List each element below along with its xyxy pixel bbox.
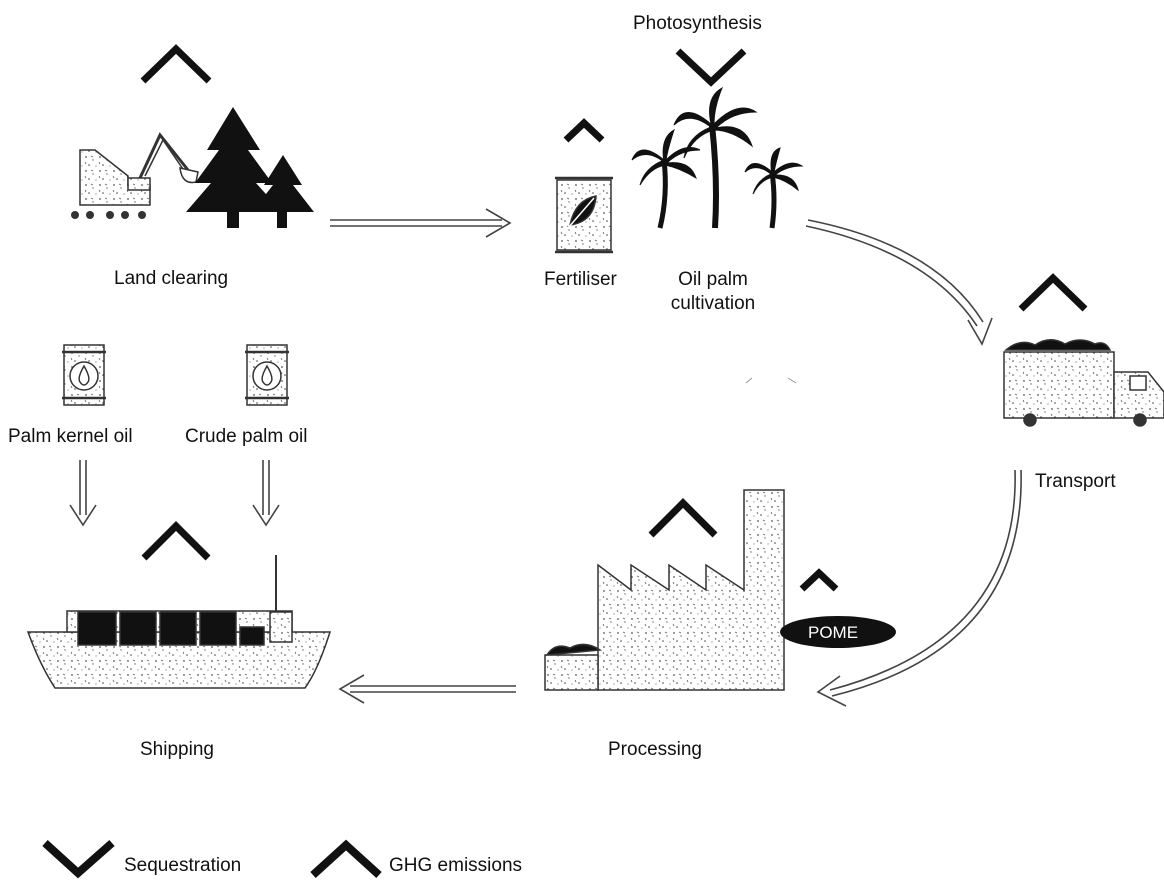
photosynthesis-label: Photosynthesis xyxy=(633,13,762,34)
shipping-label: Shipping xyxy=(140,739,214,760)
truck-icon xyxy=(1003,339,1164,427)
legend-sequestration-label: Sequestration xyxy=(124,855,242,876)
land-clearing-label: Land clearing xyxy=(114,268,229,289)
crude-palm-oil-label: Crude palm oil xyxy=(185,426,308,447)
palm-kernel-oil-label: Palm kernel oil xyxy=(8,426,133,447)
pome-badge: POME xyxy=(780,616,896,648)
legend-sequestration-icon xyxy=(42,840,115,879)
processing-label: Processing xyxy=(608,739,702,760)
sequestration-icon-photosynthesis xyxy=(675,48,747,87)
ghg-emission-icon-pome xyxy=(799,568,839,592)
crude-palm-oil-barrel-icon xyxy=(245,344,289,406)
ghg-emission-icon-processing xyxy=(648,498,718,538)
ghg-emission-icon-land-clearing xyxy=(140,44,212,84)
flow-arrow-cultivation-to-transport xyxy=(805,219,993,346)
flow-arrow-kernel-oil-to-shipping xyxy=(69,460,97,527)
flow-arrow-transport-to-processing xyxy=(816,469,1022,707)
excavator-icon xyxy=(71,132,199,219)
factory-icon xyxy=(544,489,785,691)
cargo-ship-icon xyxy=(26,555,332,689)
ghg-emission-icon-shipping xyxy=(141,521,211,561)
palm-kernel-oil-barrel-icon xyxy=(62,344,106,406)
ghg-emission-icon-fertiliser xyxy=(563,118,605,143)
oil-palm-trees-icon xyxy=(631,86,804,229)
fertiliser-bag-icon xyxy=(555,176,613,254)
forest-trees-icon xyxy=(186,107,314,228)
transport-label: Transport xyxy=(1035,471,1116,492)
legend-ghg-emissions-icon xyxy=(310,839,382,878)
flow-arrow-processing-to-shipping xyxy=(338,674,516,704)
flow-arrow-crude-oil-to-shipping xyxy=(252,460,280,527)
flow-arrow-clearing-to-cultivation xyxy=(330,208,512,238)
oil-palm-label-line1: Oil palm xyxy=(678,269,748,290)
legend-ghg-emissions-label: GHG emissions xyxy=(389,855,523,876)
pome-label: POME xyxy=(808,623,858,642)
stray-mark xyxy=(745,377,797,384)
ghg-emission-icon-transport xyxy=(1018,273,1088,312)
fertiliser-label: Fertiliser xyxy=(544,269,617,290)
oil-palm-label-line2: cultivation xyxy=(670,293,756,314)
